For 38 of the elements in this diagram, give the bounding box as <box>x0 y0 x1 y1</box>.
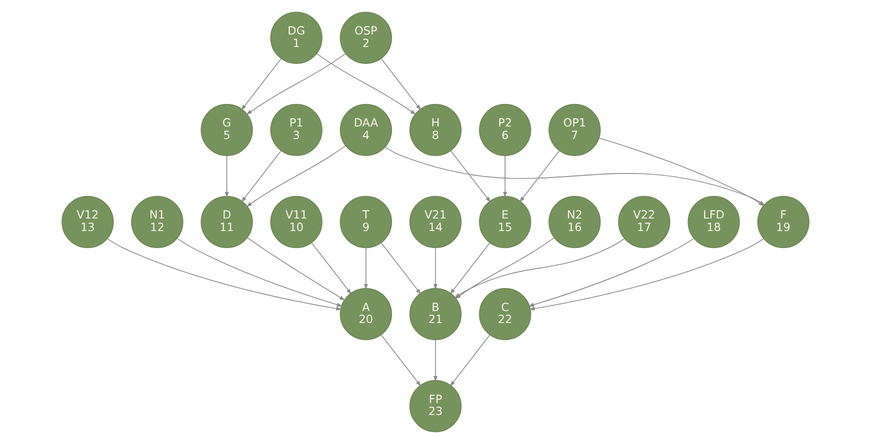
arrow <box>528 238 764 311</box>
node-circle: P1 3 <box>270 104 322 156</box>
node-circle: V12 13 <box>61 196 114 248</box>
arrow <box>502 155 507 198</box>
arrow <box>310 242 352 294</box>
arrow <box>528 238 694 307</box>
arrow <box>246 237 345 300</box>
node-circle: N2 16 <box>548 196 600 248</box>
node-circle: T 9 <box>339 196 392 248</box>
node-circle: OP1 7 <box>548 104 600 156</box>
arrow <box>449 334 490 386</box>
node-circle: P2 6 <box>478 104 531 156</box>
node-circle: V21 14 <box>408 196 462 248</box>
arrow <box>246 53 346 115</box>
arrow <box>240 58 281 110</box>
arrow <box>449 242 490 294</box>
arrow <box>106 238 342 311</box>
arrow <box>316 53 416 115</box>
node-circle: LFD 18 <box>687 196 740 248</box>
node-circle: N1 12 <box>130 196 183 248</box>
arrow <box>450 150 490 202</box>
arrow <box>380 242 421 294</box>
node-circle: DG 1 <box>270 12 322 64</box>
node-circle: DAA 4 <box>339 104 392 156</box>
node-circle: C 22 <box>478 288 531 340</box>
arrow <box>246 145 346 207</box>
node-circle: OSP 2 <box>339 12 392 64</box>
node-circle: V22 17 <box>618 196 670 248</box>
arrow <box>518 150 560 202</box>
node-circle: V11 10 <box>270 196 322 248</box>
arrow <box>224 155 228 198</box>
arrow <box>433 339 437 382</box>
arrow <box>176 238 342 307</box>
arrow <box>380 334 421 386</box>
arrow <box>240 150 281 202</box>
arrow <box>433 247 437 290</box>
arrow <box>380 58 421 110</box>
arrow <box>363 247 368 290</box>
